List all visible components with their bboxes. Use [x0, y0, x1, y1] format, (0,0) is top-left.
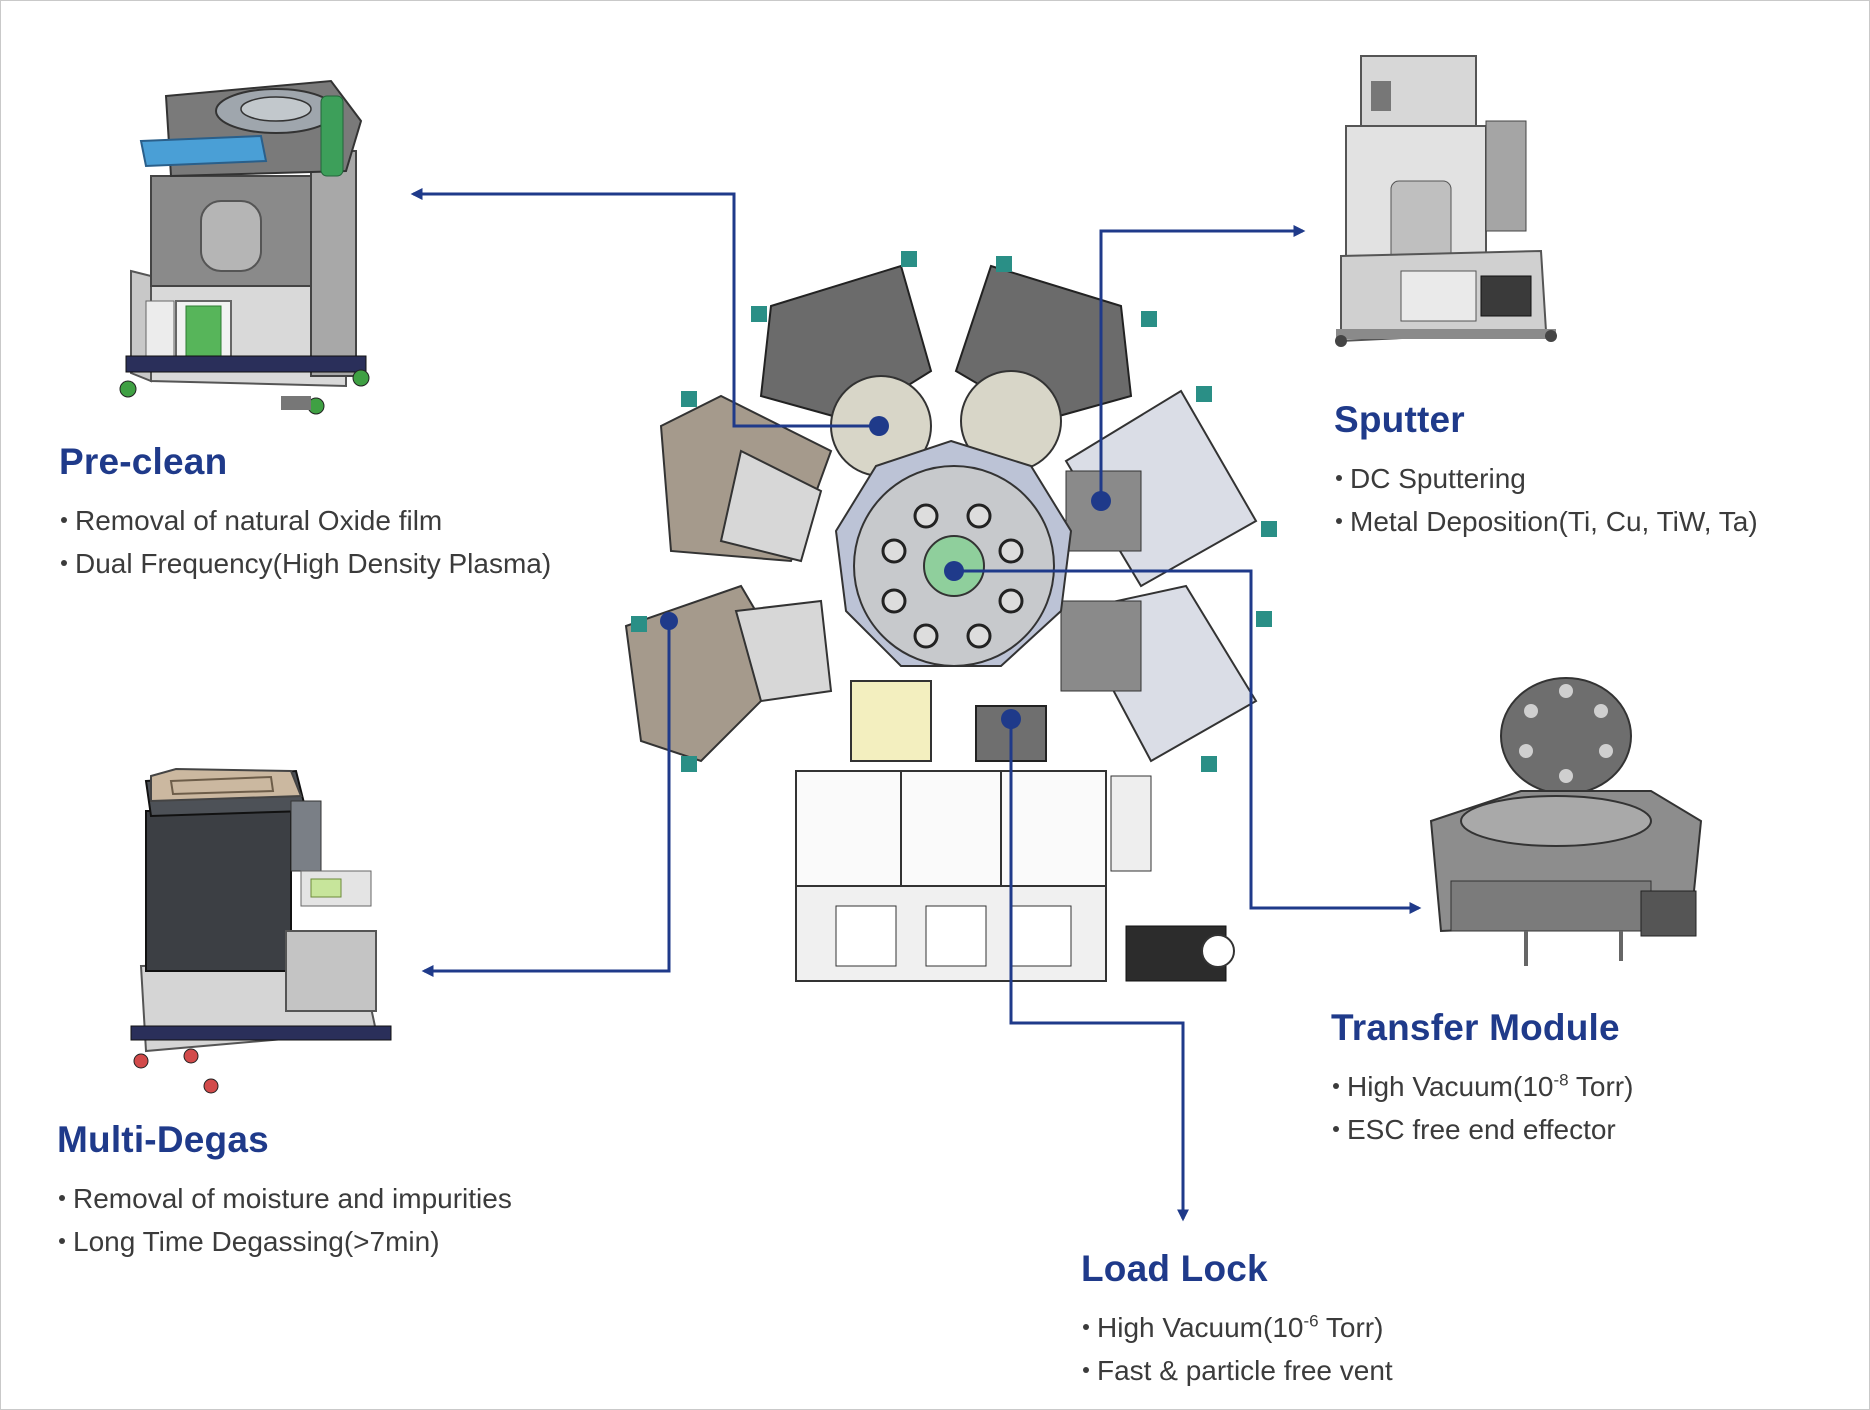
- preclean-connector: [410, 188, 879, 428]
- preclean-bullets: Removal of natural Oxide film Dual Frequ…: [59, 499, 551, 585]
- loadlock-title: Load Lock: [1081, 1248, 1268, 1289]
- loadlock-bullet: Fast & particle free vent: [1081, 1349, 1393, 1392]
- sputter-bullet: DC Sputtering: [1334, 457, 1758, 500]
- multidegas-connector: [421, 621, 671, 977]
- loadlock-block: Load Lock High Vacuum(10-6 Torr) Fast & …: [1081, 1248, 1393, 1392]
- sputter-bullet: Metal Deposition(Ti, Cu, TiW, Ta): [1334, 500, 1758, 543]
- loadlock-node-dot: [1001, 709, 1021, 729]
- sputter-title: Sputter: [1334, 399, 1465, 440]
- preclean-bullet: Removal of natural Oxide film: [59, 499, 551, 542]
- sputter-block: Sputter DC Sputtering Metal Deposition(T…: [1334, 399, 1758, 543]
- loadlock-bullet: High Vacuum(10-6 Torr): [1081, 1306, 1393, 1349]
- multidegas-block: Multi-Degas Removal of moisture and impu…: [57, 1119, 512, 1263]
- sputter-module-image: [1335, 55, 1557, 347]
- preclean-bullet: Dual Frequency(High Density Plasma): [59, 542, 551, 585]
- multidegas-bullets: Removal of moisture and impurities Long …: [57, 1177, 512, 1263]
- preclean-block: Pre-clean Removal of natural Oxide film …: [59, 441, 551, 585]
- transfer-title: Transfer Module: [1331, 1007, 1620, 1048]
- preclean-node-dot: [869, 416, 889, 436]
- sputter-connector: [1099, 225, 1306, 501]
- multidegas-bullet: Long Time Degassing(>7min): [57, 1220, 512, 1263]
- transfer-node-dot: [944, 561, 964, 581]
- preclean-title: Pre-clean: [59, 441, 228, 482]
- cluster-tool-image: [624, 251, 1277, 982]
- transfer-module-image: [1429, 677, 1703, 966]
- transfer-bullets: High Vacuum(10-8 Torr) ESC free end effe…: [1331, 1065, 1633, 1151]
- multidegas-node-dot: [660, 612, 678, 630]
- multidegas-module-image: [130, 767, 392, 1094]
- multidegas-bullet: Removal of moisture and impurities: [57, 1177, 512, 1220]
- transfer-bullet: High Vacuum(10-8 Torr): [1331, 1065, 1633, 1108]
- loadlock-bullets: High Vacuum(10-6 Torr) Fast & particle f…: [1081, 1306, 1393, 1392]
- transfer-block: Transfer Module High Vacuum(10-8 Torr) E…: [1331, 1007, 1633, 1151]
- loadlock-connector: [1009, 719, 1189, 1222]
- preclean-module-image: [119, 79, 370, 415]
- multidegas-title: Multi-Degas: [57, 1119, 269, 1160]
- sputter-node-dot: [1091, 491, 1111, 511]
- transfer-connector: [954, 569, 1422, 914]
- sputter-bullets: DC Sputtering Metal Deposition(Ti, Cu, T…: [1334, 457, 1758, 543]
- transfer-bullet: ESC free end effector: [1331, 1108, 1633, 1151]
